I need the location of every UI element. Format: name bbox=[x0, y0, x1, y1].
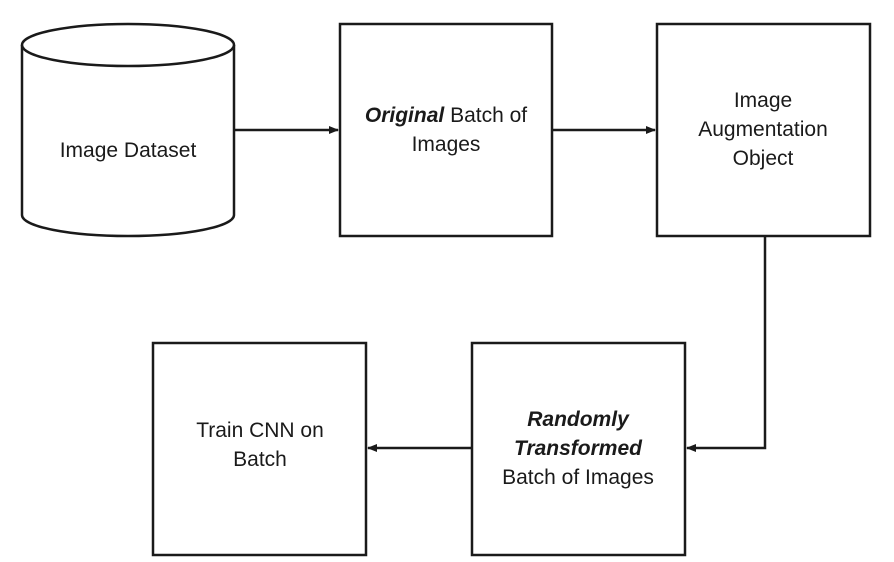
augmentation-object-label: Image Augmentation Object bbox=[688, 28, 838, 230]
augmentation-object-box bbox=[655, 22, 872, 238]
original-emphasis: Original bbox=[364, 104, 445, 127]
edge-augmentation-to-transformed bbox=[686, 236, 767, 452]
original-batch-label: Original Batch of Images bbox=[355, 40, 537, 220]
dataset-cylinder bbox=[20, 22, 236, 238]
dataset-label: Image Dataset bbox=[22, 66, 234, 234]
transformed-rest: Batch of Images bbox=[502, 465, 654, 489]
train-cnn-label-text: Train CNN on Batch bbox=[196, 419, 324, 471]
transformed-batch-label: Randomly Transformed Batch of Images bbox=[480, 347, 676, 549]
train-cnn-box bbox=[151, 341, 368, 557]
original-batch-label-text: Original Batch of Images bbox=[355, 101, 537, 159]
dataset-label-text: Image Dataset bbox=[59, 138, 197, 162]
train-cnn-label: Train CNN on Batch bbox=[178, 347, 342, 543]
augmentation-label-text: Image Augmentation Object bbox=[698, 88, 828, 170]
original-rest: Batch of Images bbox=[411, 104, 528, 156]
transformed-emphasis: Randomly Transformed bbox=[514, 407, 642, 460]
original-batch-box bbox=[338, 22, 554, 238]
